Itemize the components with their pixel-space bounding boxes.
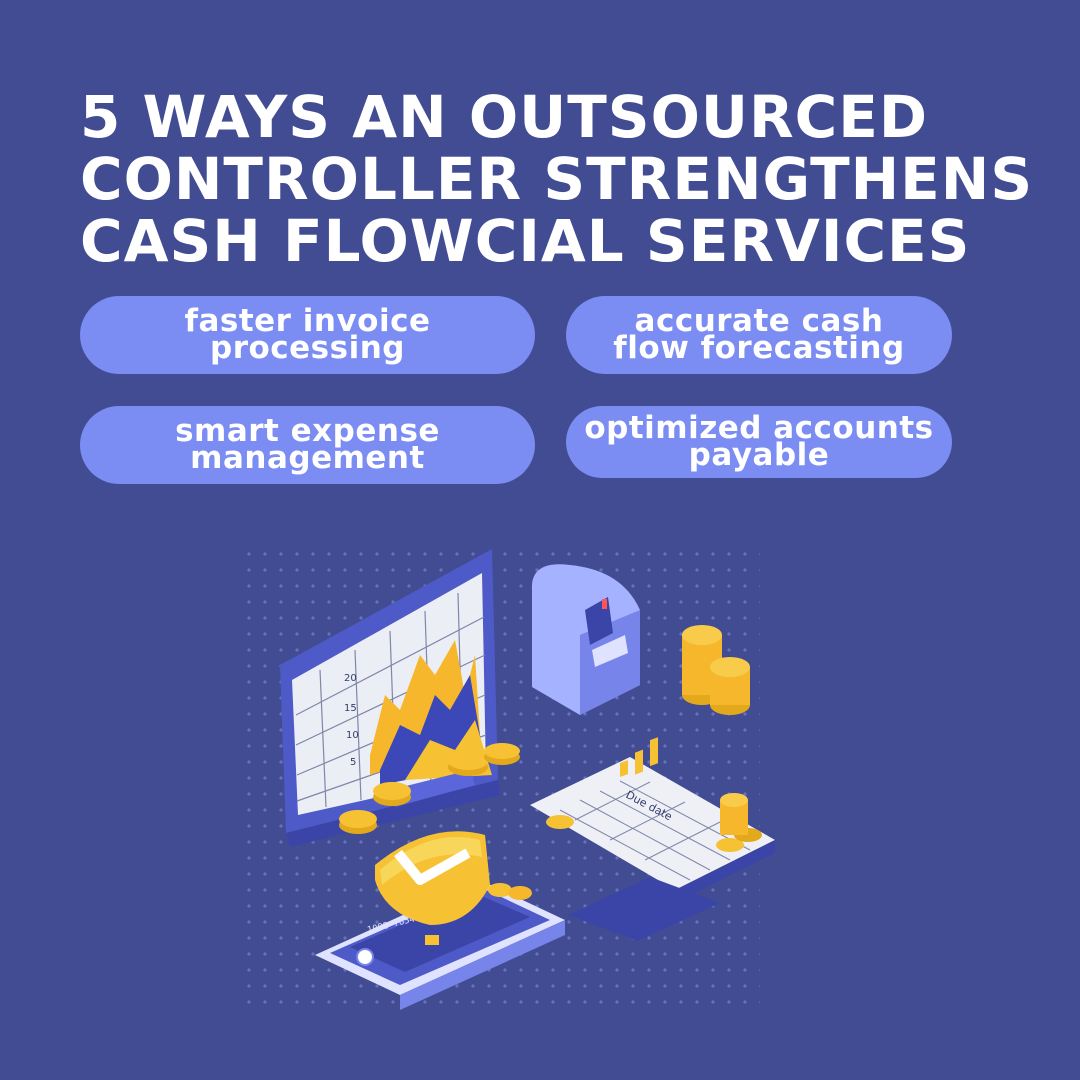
phone-icon: 1098 7654 3210 (315, 880, 565, 1010)
pill-accurate-cash-flow-forecasting: accurate cash flow forecasting (566, 296, 952, 374)
title-line-2: CONTROLLER STRENGTHENS (80, 145, 1034, 213)
chart-tick-5: 5 (350, 757, 356, 768)
title-line-1: 5 WAYS AN OUTSOURCED (80, 83, 928, 151)
pill-3-line-1: smart expense (175, 413, 440, 449)
report-icon (568, 737, 720, 941)
coin-icon (339, 743, 520, 834)
chart-tick-15: 15 (344, 703, 357, 714)
pill-2-line-2: flow forecasting (613, 330, 905, 366)
chart-tick-10: 10 (346, 730, 359, 741)
page-title: 5 WAYS AN OUTSOURCED CONTROLLER STRENGTH… (80, 86, 1040, 272)
shield-icon (375, 831, 532, 925)
chart-tick-20: 20 (344, 673, 357, 684)
pill-3-line-2: management (190, 440, 425, 476)
pill-optimized-accounts-payable: optimized accounts payable (566, 406, 952, 478)
pill-smart-expense-management: smart expense management (80, 406, 535, 484)
pill-4-line-1: optimized accounts (584, 410, 934, 446)
finance-illustration: 20 15 10 5 (240, 545, 775, 1015)
pill-2-line-1: accurate cash (634, 303, 884, 339)
calendar-icon: Due date (530, 757, 775, 903)
pill-1-line-2: processing (210, 330, 405, 366)
title-line-3: CASH FLOWCIAL SERVICES (80, 207, 971, 275)
atm-icon (531, 564, 640, 715)
pill-1-line-1: faster invoice (184, 303, 431, 339)
pill-4-line-2: payable (688, 437, 830, 473)
coin-stack-icon (682, 625, 750, 715)
pill-faster-invoice-processing: faster invoice processing (80, 296, 535, 374)
